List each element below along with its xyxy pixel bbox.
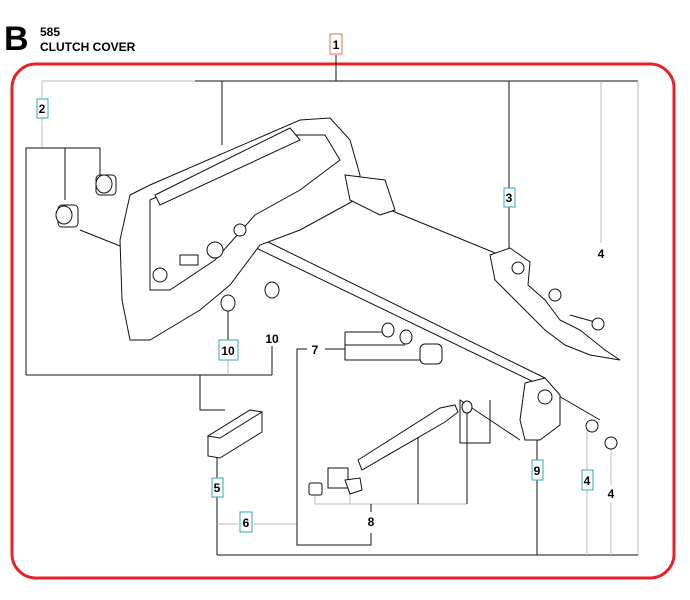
clutch-cover-part	[119, 117, 396, 341]
leader-lines	[25, 55, 639, 556]
callout-10-boxed[interactable]: 10	[218, 339, 239, 361]
callout-3[interactable]: 3	[503, 187, 516, 208]
svg-text:9: 9	[534, 464, 541, 478]
model-number: 585	[40, 25, 61, 39]
svg-text:6: 6	[243, 516, 250, 530]
tensioner-screw-8	[308, 400, 473, 496]
callout-7[interactable]: 7	[312, 343, 319, 357]
svg-text:5: 5	[214, 481, 221, 495]
svg-text:10: 10	[221, 344, 235, 358]
callout-8[interactable]: 8	[368, 515, 375, 529]
callout-9[interactable]: 9	[531, 459, 544, 481]
callout-4-top[interactable]: 4	[598, 247, 605, 261]
assembly-frame	[10, 62, 676, 580]
section-letter: B	[4, 20, 29, 58]
chain-catcher-9	[519, 377, 561, 441]
diagram-title: CLUTCH COVER	[40, 40, 136, 54]
guide-plate-5	[206, 409, 264, 459]
nut-2	[55, 174, 117, 228]
callout-4-boxed[interactable]: 4	[581, 469, 594, 491]
callout-4-bottom[interactable]: 4	[608, 487, 615, 501]
svg-text:2: 2	[39, 102, 46, 116]
callout-5[interactable]: 5	[211, 477, 224, 498]
callout-6[interactable]: 6	[239, 511, 253, 533]
svg-text:1: 1	[333, 38, 340, 52]
bracket-3	[489, 247, 621, 361]
callout-2[interactable]: 2	[36, 98, 49, 119]
washer-10	[220, 281, 280, 312]
svg-text:3: 3	[506, 191, 513, 205]
callout-1[interactable]: 1	[329, 33, 343, 55]
screw-4	[569, 314, 618, 450]
washers-7	[381, 322, 443, 365]
svg-text:4: 4	[584, 474, 591, 488]
callout-10[interactable]: 10	[265, 332, 279, 346]
